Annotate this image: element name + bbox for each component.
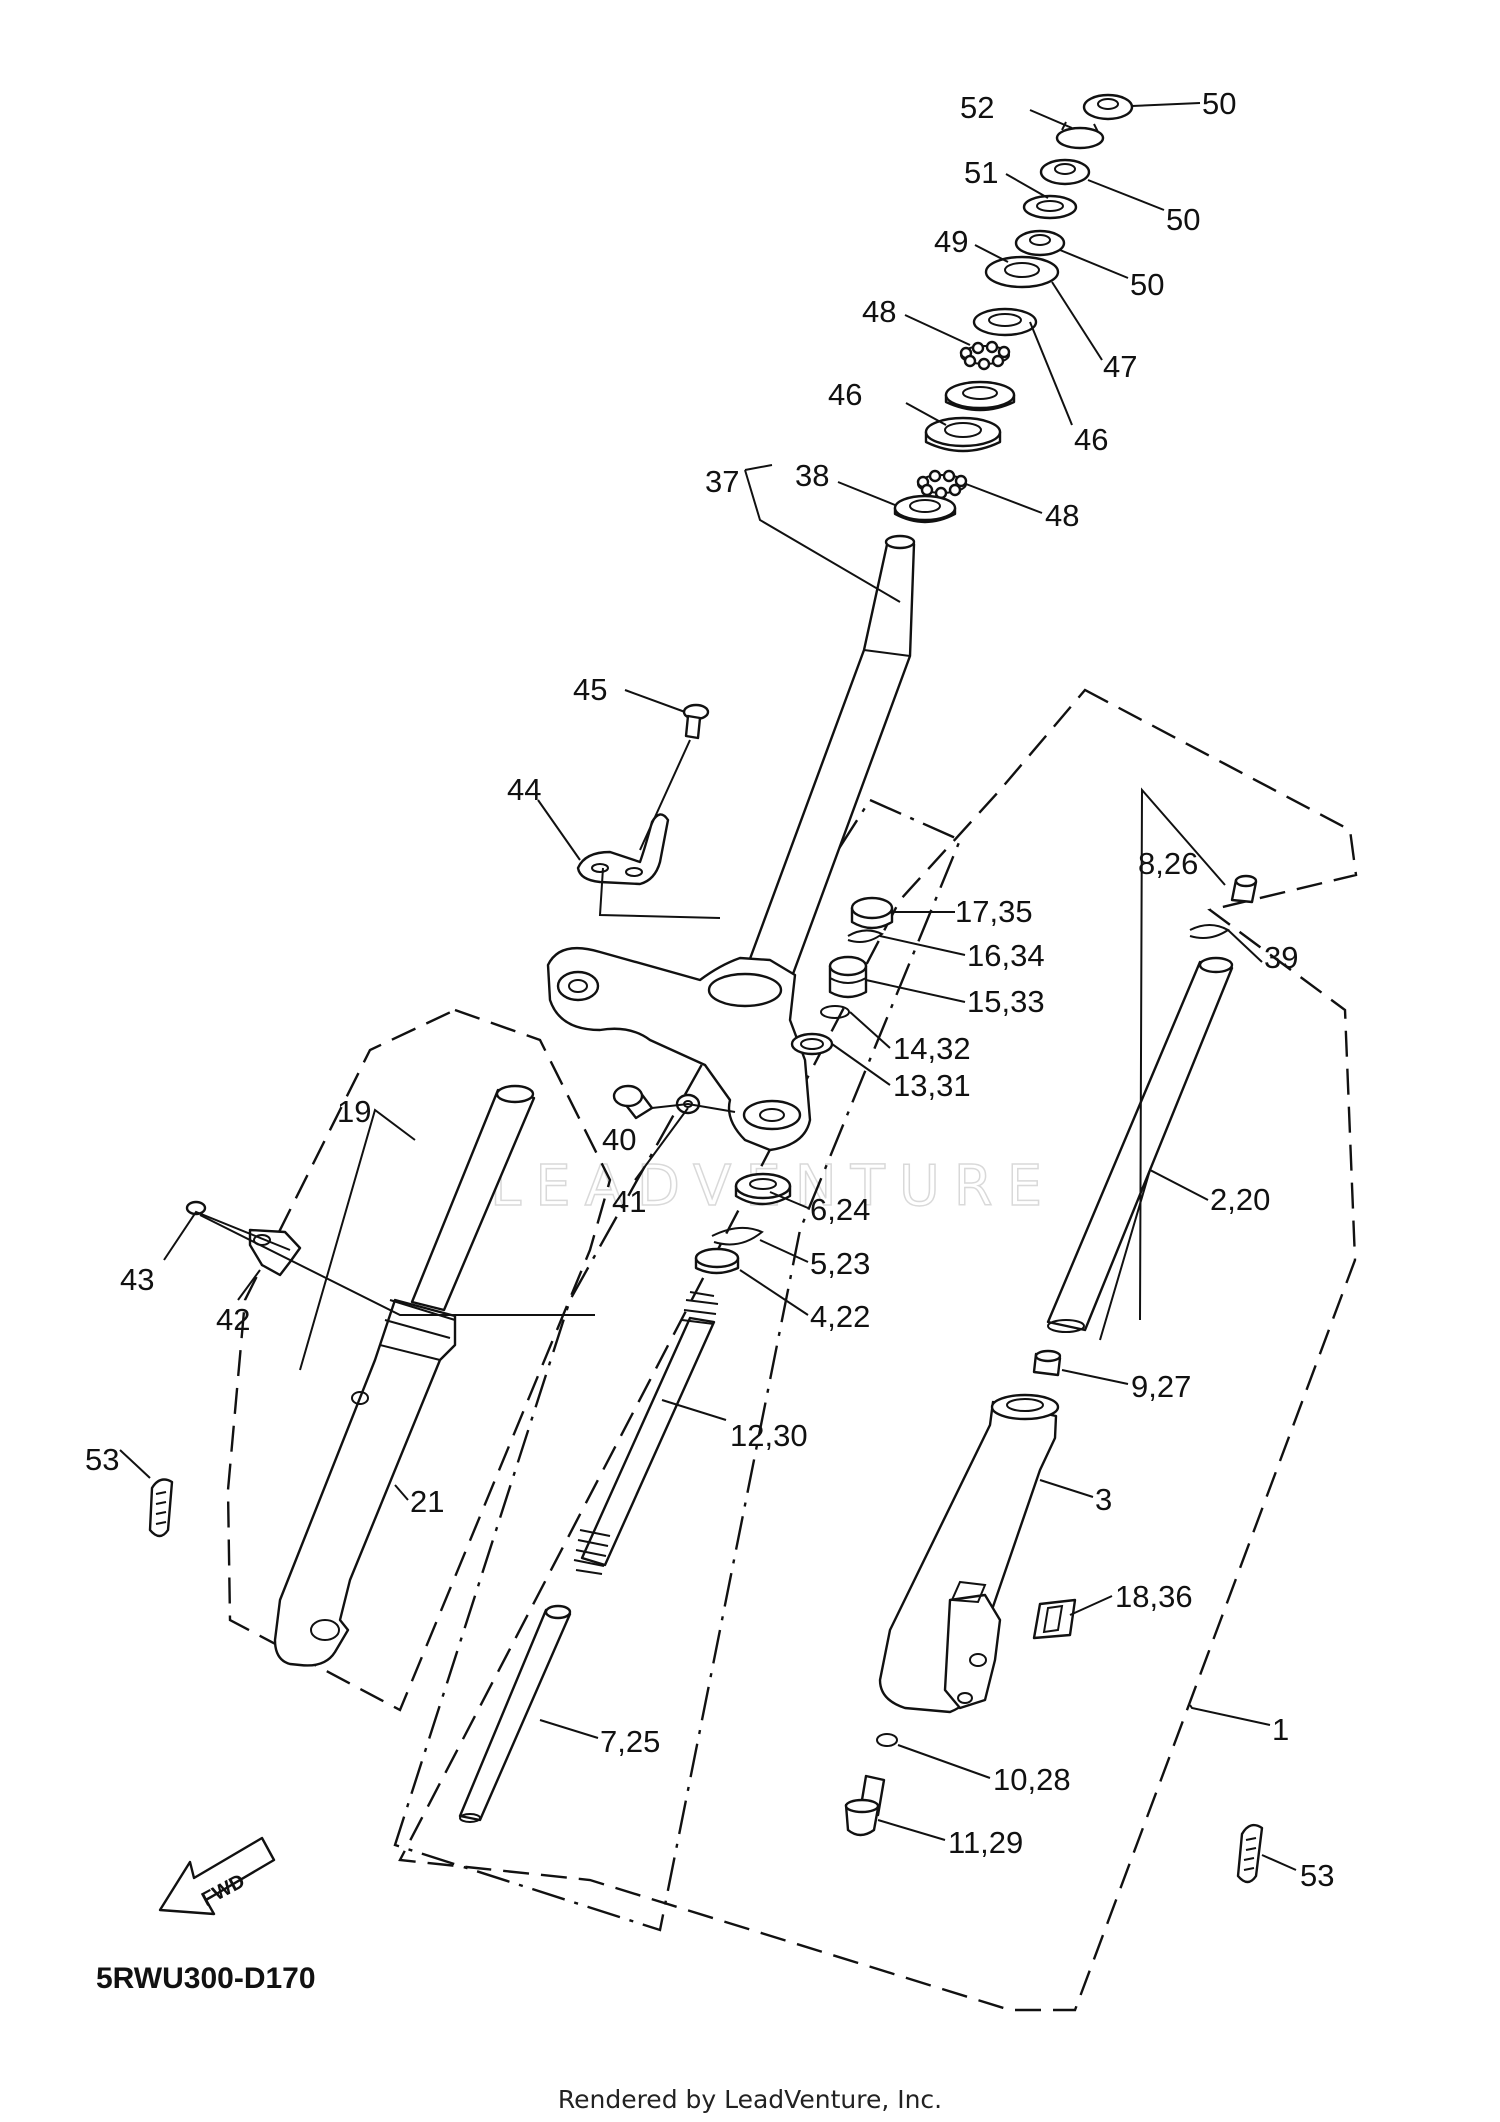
- callout-15-33: 15,33: [967, 984, 1045, 1019]
- callout-47: 47: [1103, 349, 1137, 384]
- fwd-arrow: FWD: [158, 1836, 276, 1916]
- callout-50-second: 50: [1166, 202, 1200, 237]
- bearing-cup-upper-part: [944, 380, 1016, 412]
- lock-washer-part: [1055, 121, 1105, 150]
- spring-part: [573, 1291, 719, 1575]
- left-fork: [273, 1084, 536, 1667]
- callout-10-28: 10,28: [993, 1762, 1071, 1797]
- callout-5-23: 5,23: [810, 1246, 870, 1281]
- callout-46-right: 46: [1074, 422, 1108, 457]
- cable-guide-part: [576, 813, 670, 886]
- seal-15-part: [828, 955, 868, 999]
- pad-53-left-part: [148, 1478, 174, 1538]
- locknut-lower-part: [1014, 229, 1066, 257]
- callout-53-right: 53: [1300, 1858, 1334, 1893]
- bearing-stack: [893, 93, 1134, 524]
- callout-49: 49: [934, 224, 968, 259]
- seal-stack: [790, 896, 894, 1056]
- clip-5-part: [711, 1226, 764, 1246]
- pad-53-right-part: [1236, 1823, 1264, 1884]
- locknut-top-part: [1082, 93, 1134, 121]
- oil-seal-6-part: [734, 1172, 792, 1206]
- bearing-cup-lower-part: [924, 416, 1002, 453]
- lower-race-part: [893, 494, 957, 524]
- callout-1: 1: [1272, 1712, 1289, 1747]
- bolt-11-part: [844, 1774, 886, 1837]
- steering-stem-assembly: [546, 534, 916, 1152]
- callout-21: 21: [410, 1484, 444, 1519]
- clip-39-part: [1189, 924, 1230, 939]
- label-18-part: [1032, 1598, 1077, 1640]
- callout-8-26: 8,26: [1138, 846, 1198, 881]
- bushing-13-part: [790, 1032, 834, 1056]
- upper-race-part: [972, 307, 1038, 337]
- bolt-40-part: [612, 1084, 654, 1120]
- clip-16-part: [847, 929, 884, 943]
- callout-48-top: 48: [862, 294, 896, 329]
- ring-14-part: [820, 1005, 850, 1019]
- callout-16-34: 16,34: [967, 938, 1045, 973]
- callout-42: 42: [216, 1302, 250, 1337]
- callout-38: 38: [795, 458, 829, 493]
- callout-17-35: 17,35: [955, 894, 1033, 929]
- left-inner-tube-part: [410, 1084, 536, 1312]
- callout-43: 43: [120, 1262, 154, 1297]
- callout-13-31: 13,31: [893, 1068, 971, 1103]
- callout-53-left: 53: [85, 1442, 119, 1477]
- callout-19: 19: [337, 1094, 371, 1129]
- damper-rod-part: [458, 1604, 572, 1823]
- callout-50-top: 50: [1202, 86, 1236, 121]
- callout-50-third: 50: [1130, 267, 1164, 302]
- callout-45: 45: [573, 672, 607, 707]
- callout-51: 51: [964, 155, 998, 190]
- damper-group-boundary: [393, 798, 962, 1932]
- lower-seal-stack: [694, 1172, 792, 1275]
- callout-9-27: 9,27: [1131, 1369, 1191, 1404]
- screw-43-part: [185, 1200, 207, 1216]
- callout-18-36: 18,36: [1115, 1579, 1193, 1614]
- callout-52: 52: [960, 90, 994, 125]
- dust-cover-part: [984, 255, 1060, 289]
- rubber-washer-part: [1022, 194, 1078, 220]
- callout-14-32: 14,32: [893, 1031, 971, 1066]
- callout-3: 3: [1095, 1482, 1112, 1517]
- callout-46-left: 46: [828, 377, 862, 412]
- bolt-8-part: [1230, 874, 1258, 904]
- cap-17-part: [850, 896, 894, 930]
- footer-credit: Rendered by LeadVenture, Inc.: [558, 2085, 942, 2114]
- gasket-10-part: [876, 1733, 898, 1747]
- callout-44: 44: [507, 772, 541, 807]
- right-fork: [844, 874, 1258, 1837]
- callout-2-20: 2,20: [1210, 1182, 1270, 1217]
- bushing-4-part: [694, 1247, 740, 1275]
- callout-12-30: 12,30: [730, 1418, 808, 1453]
- callout-4-22: 4,22: [810, 1299, 870, 1334]
- callout-37: 37: [705, 464, 739, 499]
- ball-ring-lower-part: [916, 469, 968, 500]
- leader-lines: [119, 102, 1297, 1871]
- left-outer-tube-part: [273, 1298, 457, 1667]
- callout-40: 40: [602, 1122, 636, 1157]
- callout-11-29: 11,29: [948, 1825, 1023, 1860]
- callout-7-25: 7,25: [600, 1724, 660, 1759]
- ball-ring-upper-part: [959, 340, 1011, 371]
- outer-tube-part: [878, 1393, 1060, 1714]
- oil-lock-piece-part: [1032, 1349, 1062, 1377]
- diagram-code: 5RWU300-D170: [96, 1962, 316, 1995]
- callout-labels: 52 50 51 50 49 50 48 47 46 46 37 38 48 4…: [85, 86, 1334, 1893]
- right-fork-boundary: [398, 688, 1358, 2012]
- callout-41: 41: [612, 1184, 646, 1219]
- locknut-middle-part: [1039, 158, 1091, 186]
- callout-48-lower: 48: [1045, 498, 1079, 533]
- callout-39: 39: [1264, 940, 1298, 975]
- callout-6-24: 6,24: [810, 1192, 870, 1227]
- screw-45-part: [682, 703, 710, 740]
